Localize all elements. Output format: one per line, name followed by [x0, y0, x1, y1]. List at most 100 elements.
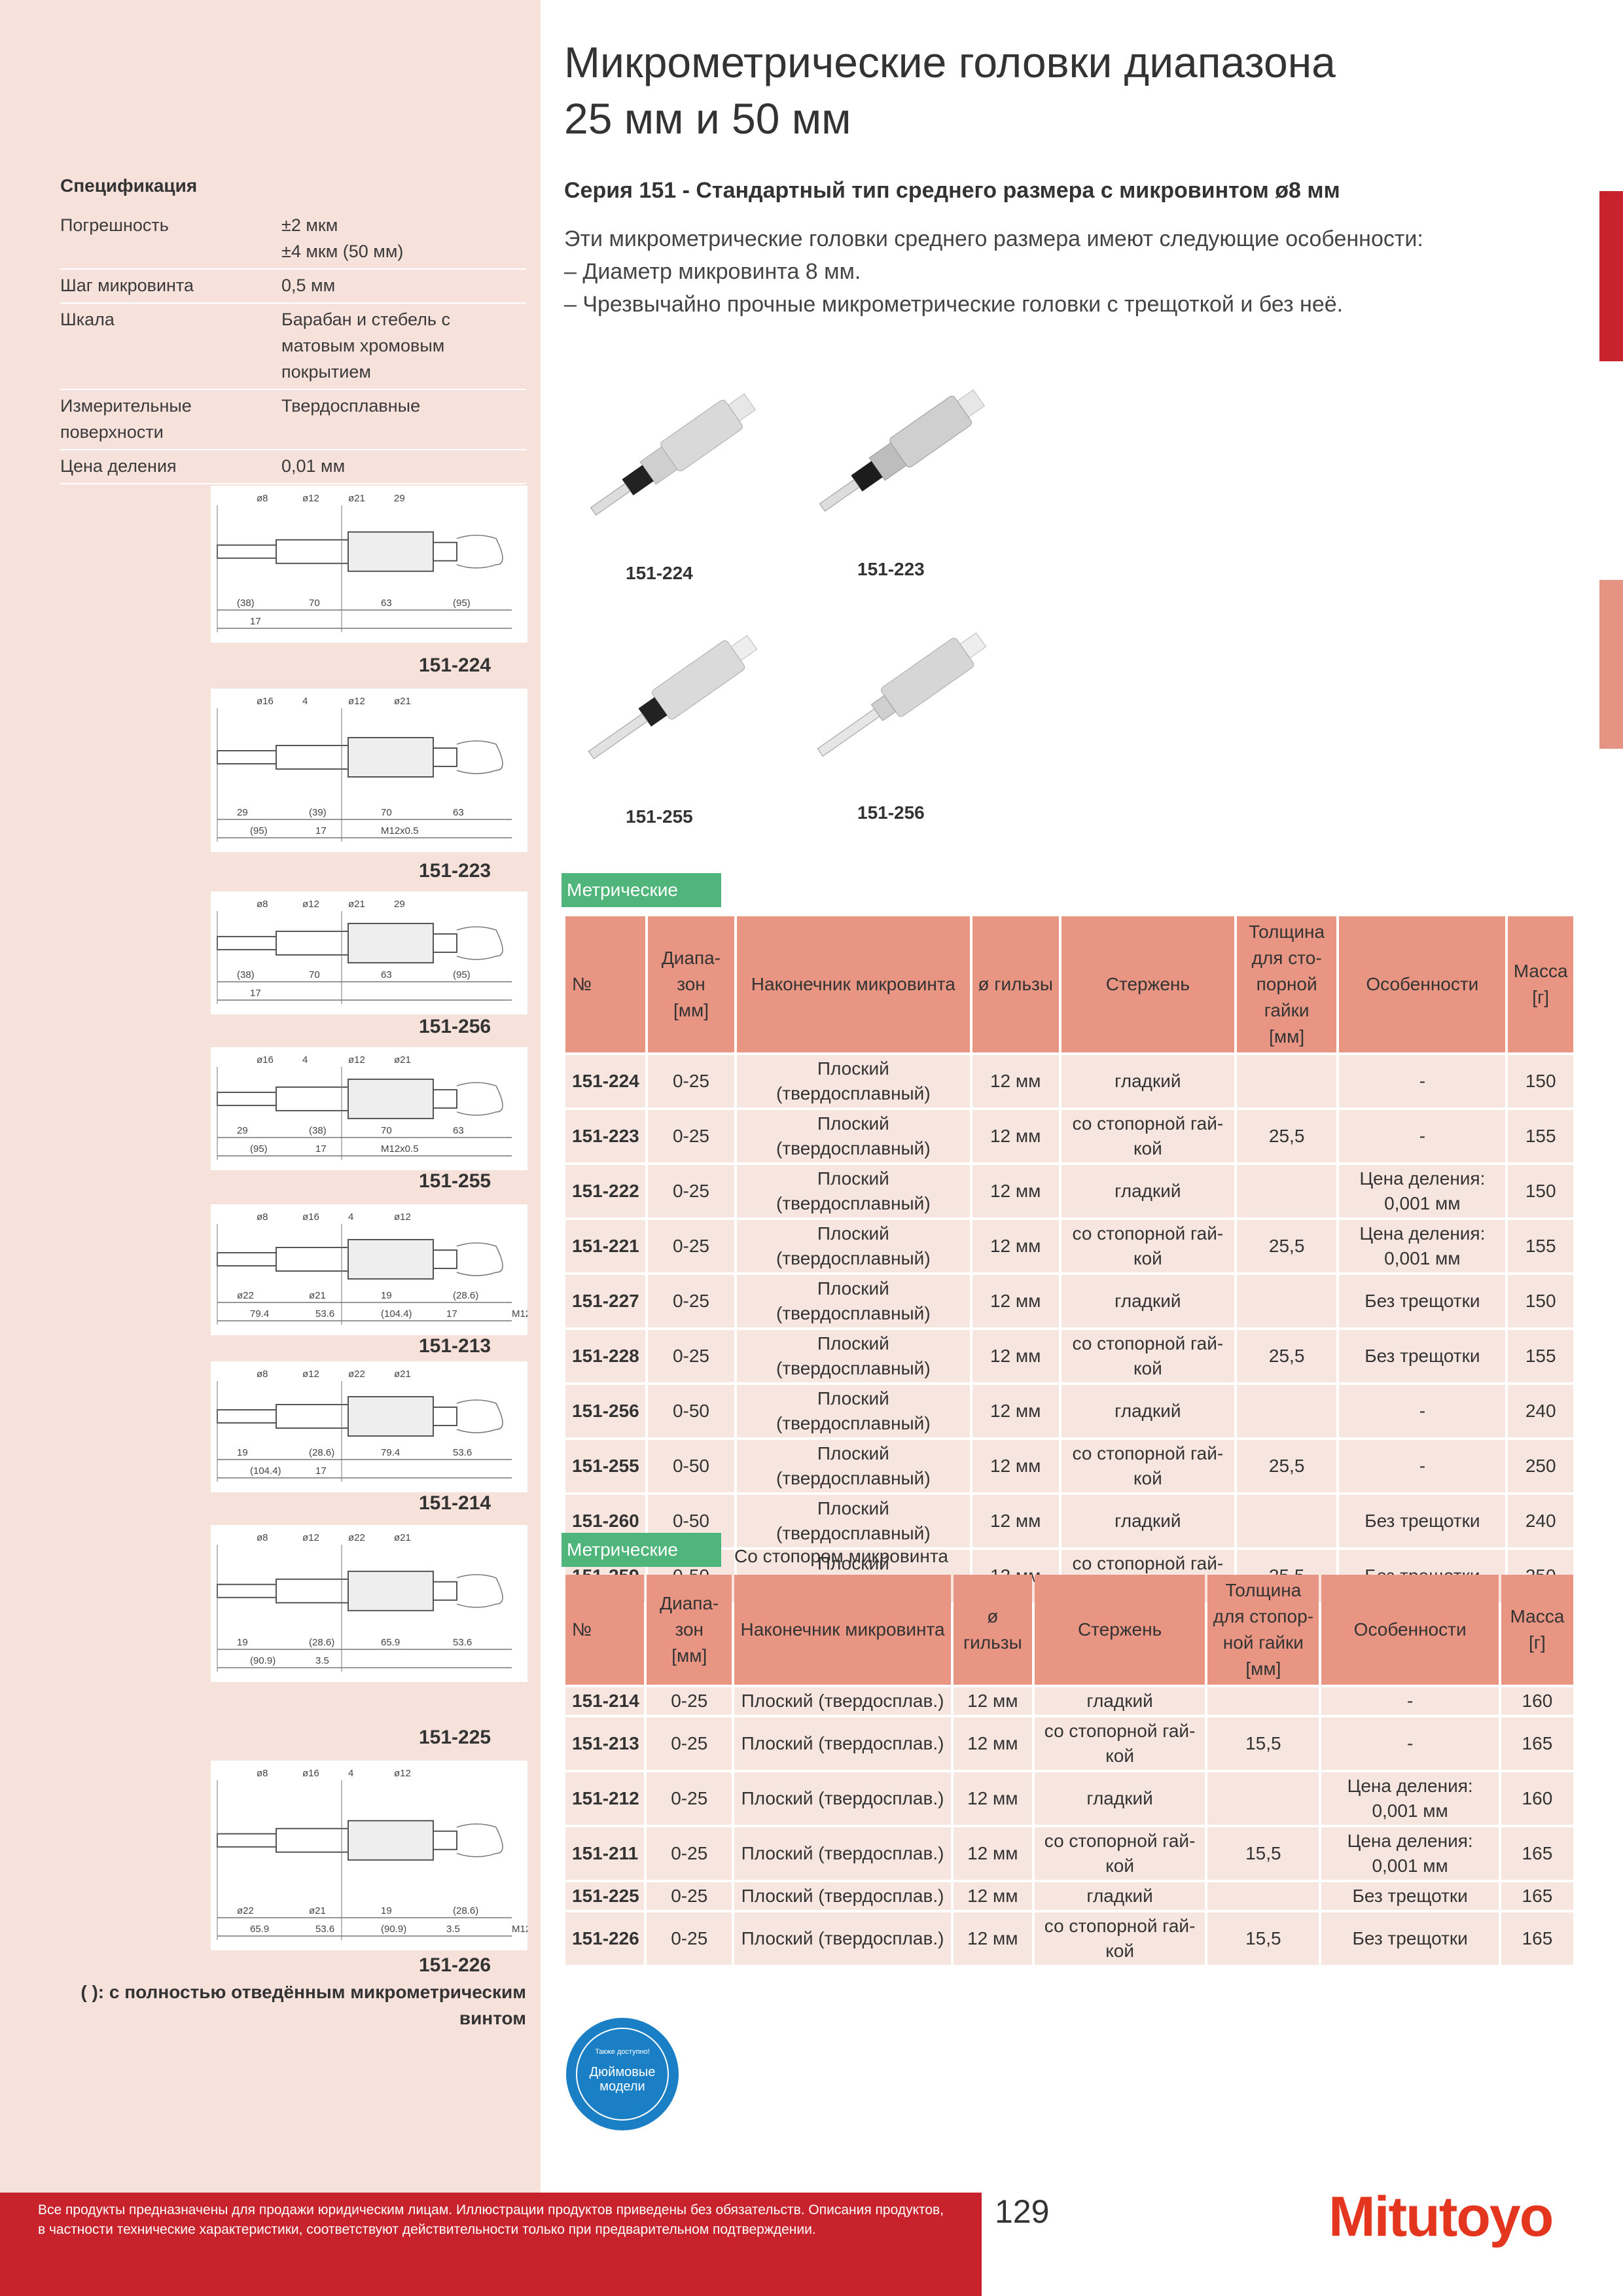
table-cell: Плоский (твердосплав.) [734, 1687, 951, 1715]
dimension-label: (38) [237, 598, 255, 609]
photo-label: 151-256 [857, 802, 925, 823]
table-cell: 25,5 [1236, 1330, 1337, 1382]
table-cell: 0-25 [647, 1110, 735, 1162]
column-header: ø гильзы [953, 1575, 1032, 1685]
dimension-label: ø8 [257, 899, 268, 910]
intro-line: Эти микрометрические головки среднего ра… [564, 226, 1423, 251]
specification-table: Спецификация Погрешность ±2 мкм ±4 мкм (… [60, 175, 526, 484]
dimension-label: 53.6 [315, 1308, 334, 1319]
dimension-label: ø8 [257, 493, 268, 504]
drawing-label: 151-255 [419, 1170, 491, 1192]
table-cell: 0-25 [647, 1882, 732, 1910]
dimension-label: 29 [237, 1125, 248, 1136]
table-cell: 15,5 [1207, 1912, 1319, 1965]
table-cell: Плоский (твердосплавный) [737, 1275, 970, 1327]
table-cell [1236, 1385, 1337, 1437]
dimension-label: (95) [453, 598, 471, 609]
dimension-label: ø21 [348, 493, 365, 504]
dimension-label: 63 [453, 807, 464, 818]
table-cell: Цена деления: 0,001 мм [1339, 1220, 1506, 1272]
table-cell: 0-25 [647, 1330, 735, 1382]
spec-label: Шкала [60, 310, 115, 329]
table-cell: 0-25 [647, 1827, 732, 1880]
model-number: 151-221 [565, 1220, 645, 1272]
table-cell: 250 [1508, 1440, 1573, 1492]
drawing-label: 151-213 [419, 1335, 491, 1357]
table-cell: со стопорной гай- кой [1061, 1440, 1234, 1492]
drawing-label: 151-225 [419, 1727, 491, 1748]
dimension-label: ø8 [257, 1768, 268, 1779]
section-tab [1599, 580, 1623, 749]
dimension-label: ø22 [237, 1290, 254, 1301]
model-number: 151-224 [565, 1055, 645, 1107]
product-photo [819, 389, 986, 512]
badge-main-text: модели [599, 2079, 645, 2094]
table-cell: 240 [1508, 1385, 1573, 1437]
table-cell: - [1339, 1385, 1506, 1437]
table-cell: Плоский (твердосплав.) [734, 1772, 951, 1825]
column-header: Особенности [1339, 916, 1506, 1052]
dimension-label: ø12 [302, 493, 319, 504]
spec-label: Погрешность [60, 215, 169, 235]
dimension-label: 29 [237, 807, 248, 818]
table-cell [1236, 1495, 1337, 1547]
model-number: 151-256 [565, 1385, 645, 1437]
intro-line: – Диаметр микровинта 8 мм. [564, 259, 861, 284]
spec-row: Шаг микровинта 0,5 мм [60, 270, 526, 304]
page-title: Микрометрические головки диапазона 25 мм… [564, 34, 1546, 147]
dimension-label: ø16 [257, 696, 274, 707]
metric-badge: Метрические [562, 1533, 721, 1567]
series-title: Серия 151 - Стандартный тип среднего раз… [564, 178, 1340, 203]
table-cell: 12 мм [953, 1772, 1032, 1825]
table-cell: 12 мм [972, 1440, 1059, 1492]
dimension-label: 17 [446, 1308, 457, 1319]
column-header: № [565, 1575, 645, 1685]
dimension-label: M12x0.5 [381, 1143, 419, 1155]
spec-value: ±2 мкм ±4 мкм (50 мм) [281, 215, 404, 261]
spec-row: Шкала Барабан и стебель с матовым хромов… [60, 304, 526, 390]
badge-main-text: Дюймовые [590, 2065, 656, 2079]
spec-value: 0,01 мм [281, 456, 346, 476]
table-cell: Без трещотки [1339, 1330, 1506, 1382]
table-cell: 12 мм [972, 1055, 1059, 1107]
dimension-label: 4 [302, 1054, 308, 1066]
table-cell: 12 мм [953, 1717, 1032, 1770]
column-header: Толщина для сто- порной гайки [мм] [1236, 916, 1337, 1052]
dimension-label: (39) [309, 807, 327, 818]
dimension-label: ø21 [394, 696, 411, 707]
table-cell: - [1339, 1440, 1506, 1492]
table-cell: 0-25 [647, 1717, 732, 1770]
spec-row: Измерительные поверхности Твердосплавные [60, 390, 526, 450]
dimension-label: ø12 [302, 1369, 319, 1380]
dimension-label: 79.4 [250, 1308, 269, 1319]
table-cell: 0-25 [647, 1220, 735, 1272]
table-cell: Плоский (твердосплавный) [737, 1055, 970, 1107]
table-cell: 165 [1501, 1882, 1573, 1910]
dimension-label: ø8 [257, 1532, 268, 1543]
table-cell: 0-25 [647, 1275, 735, 1327]
model-number: 151-227 [565, 1275, 645, 1327]
table-cell: 12 мм [953, 1687, 1032, 1715]
dimension-label: (95) [250, 825, 268, 836]
dimension-label: ø21 [394, 1369, 411, 1380]
dimension-label: 3.5 [315, 1655, 329, 1666]
dimension-label: 53.6 [453, 1447, 472, 1458]
table-cell: Без трещотки [1321, 1882, 1499, 1910]
table-cell: 155 [1508, 1110, 1573, 1162]
spec-value: Барабан и стебель с матовым хромовым пок… [281, 310, 451, 382]
dimension-label: M12x0.5 [512, 1308, 527, 1319]
dimension-label: (90.9) [250, 1655, 276, 1666]
product-photo [590, 393, 757, 516]
table-cell: 0-50 [647, 1385, 735, 1437]
dimension-label: 19 [237, 1637, 248, 1648]
dimension-label: 53.6 [315, 1924, 334, 1935]
